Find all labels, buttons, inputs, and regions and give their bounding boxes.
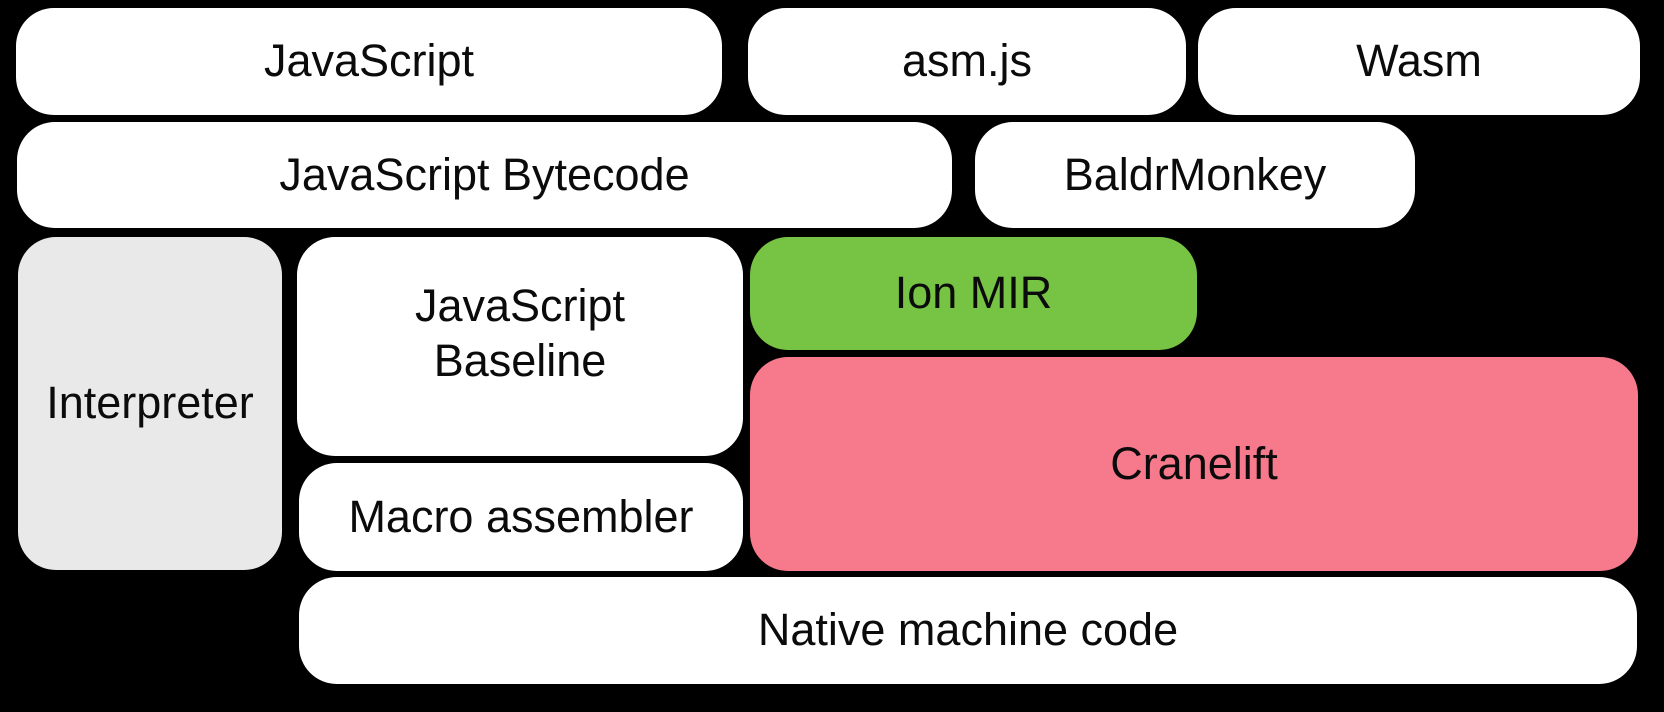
node-ion-mir: Ion MIR [750, 237, 1197, 350]
node-asm-js: asm.js [748, 8, 1186, 115]
node-baldrmonkey-label: BaldrMonkey [1063, 148, 1327, 200]
node-asm-js-label: asm.js [901, 35, 1032, 87]
node-javascript-bytecode-label: JavaScript Bytecode [279, 148, 690, 200]
node-javascript-baseline-label: JavaScript Baseline [414, 279, 626, 386]
node-javascript-label: JavaScript [263, 35, 475, 87]
node-javascript-baseline: JavaScript Baseline [297, 237, 743, 456]
node-interpreter: Interpreter [18, 237, 282, 570]
node-interpreter-label: Interpreter [46, 377, 254, 429]
node-javascript-bytecode: JavaScript Bytecode [17, 122, 952, 228]
node-macro-assembler-label: Macro assembler [348, 490, 694, 542]
node-baldrmonkey: BaldrMonkey [975, 122, 1415, 228]
node-native-machine-code: Native machine code [299, 577, 1637, 684]
node-macro-assembler: Macro assembler [299, 463, 743, 571]
node-ion-mir-label: Ion MIR [894, 267, 1053, 319]
node-native-machine-code-label: Native machine code [757, 604, 1179, 656]
node-wasm-label: Wasm [1356, 35, 1482, 87]
node-cranelift-label: Cranelift [1110, 437, 1278, 489]
node-cranelift: Cranelift [750, 357, 1638, 571]
node-javascript: JavaScript [16, 8, 722, 115]
node-wasm: Wasm [1198, 8, 1640, 115]
